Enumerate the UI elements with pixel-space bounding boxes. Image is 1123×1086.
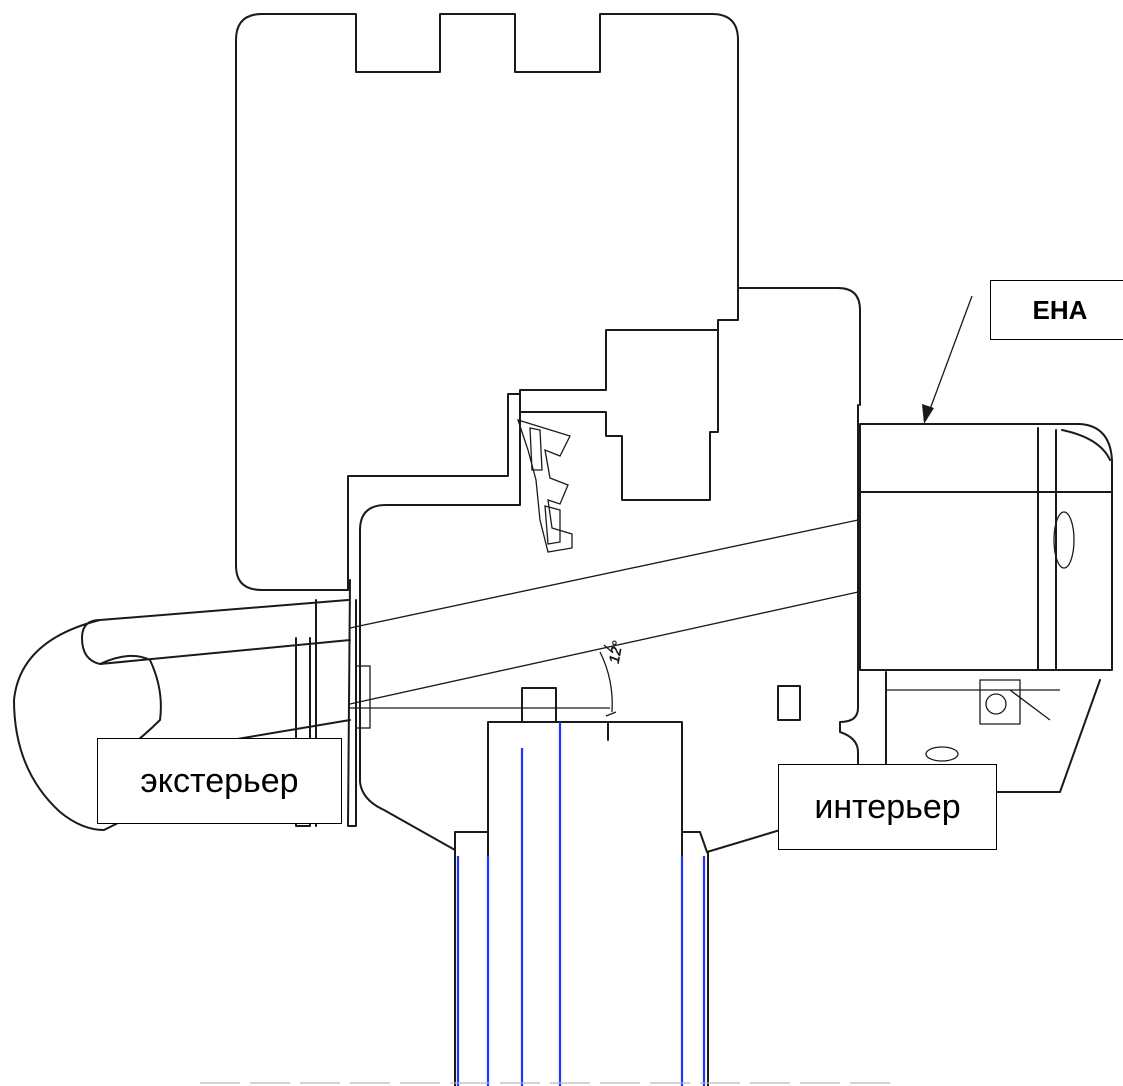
eha-screw <box>985 693 1007 715</box>
seal-gasket <box>516 419 573 553</box>
angle-ticks <box>603 644 617 717</box>
eha-slot-lower <box>925 746 959 762</box>
shaft <box>454 685 801 1086</box>
eha-slot-upper <box>1053 511 1075 569</box>
profile-step <box>347 393 521 591</box>
exterior-label: экстерьер <box>97 738 342 824</box>
handle-base <box>355 665 371 729</box>
eha-arrowhead <box>922 404 934 424</box>
angle-arc <box>599 651 613 713</box>
handle <box>13 579 357 831</box>
interior-label: интерьер <box>778 764 997 850</box>
tilt-lines <box>349 519 859 709</box>
shaft-centerline <box>456 722 706 1086</box>
eha-label: EHA <box>990 280 1123 340</box>
eha-housing <box>859 423 1113 793</box>
eha-leader-line <box>925 295 973 421</box>
eha-bracket <box>886 679 1060 725</box>
upper-profile <box>235 13 861 591</box>
